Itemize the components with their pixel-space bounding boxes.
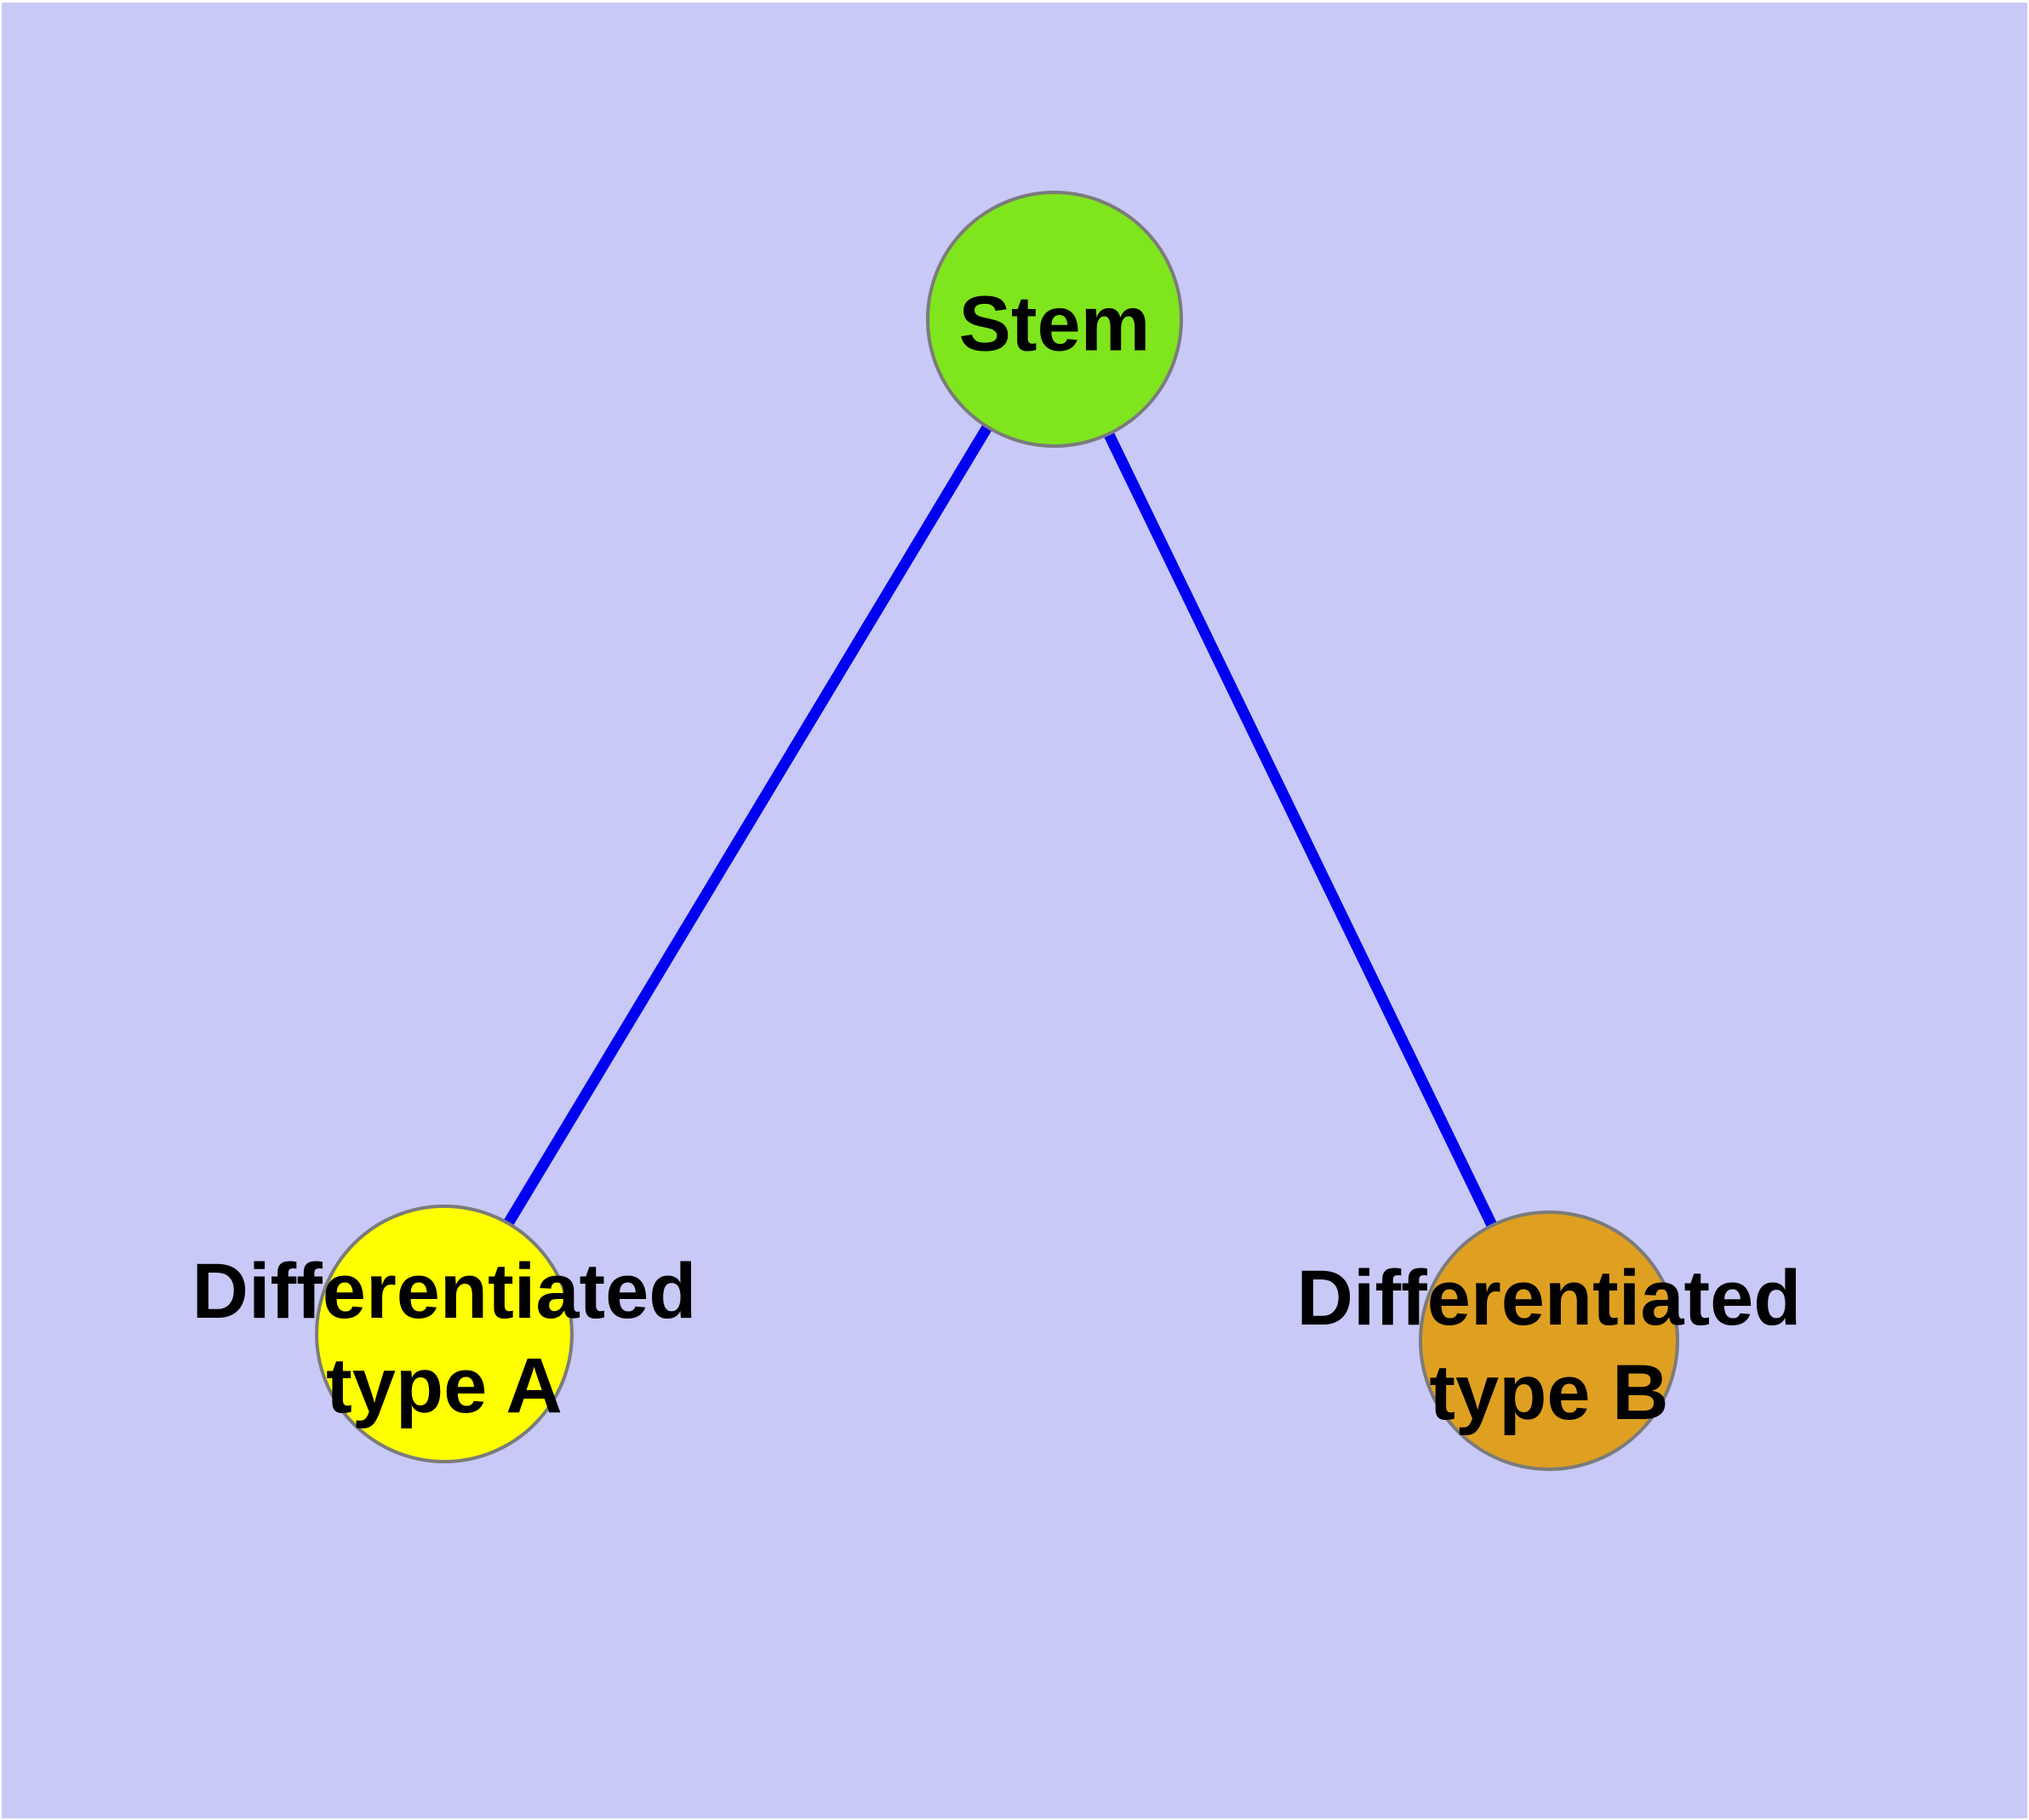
node-differentiated-type-b [1419, 1210, 1679, 1471]
edge-layer [438, 315, 1552, 1341]
node-differentiated-type-a [315, 1205, 574, 1463]
node-stem-label: Stem [958, 280, 1151, 368]
node-differentiated-type-a-label: Differentiated type A [191, 1248, 697, 1429]
edge-stem-to-type-b [1048, 316, 1552, 1341]
diagram-canvas: Stem Differentiated type A Differentiate… [2, 3, 2027, 1818]
node-differentiated-type-b-label: Differentiated type B [1296, 1255, 1802, 1436]
node-stem [926, 191, 1183, 448]
edge-stem-to-type-a [438, 315, 1058, 1334]
